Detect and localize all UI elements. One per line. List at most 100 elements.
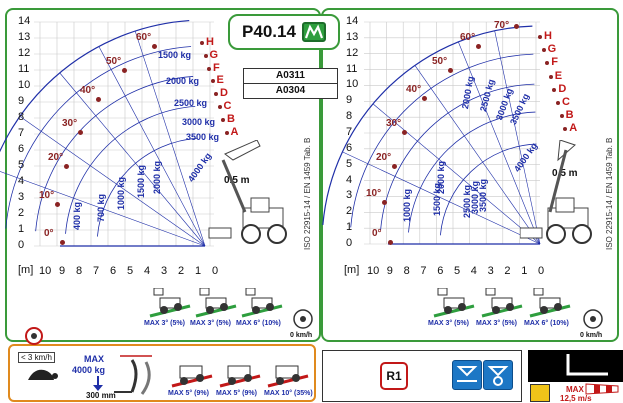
right-angle-label: 40° xyxy=(406,84,422,95)
left-position-G: G xyxy=(209,48,219,61)
right-angle-dot xyxy=(514,24,519,29)
right-y-tick: 14 xyxy=(346,15,359,27)
left-v-load-label: 2000 kg xyxy=(152,160,162,194)
right-x-tick: 7 xyxy=(420,265,427,277)
right-y-tick: 13 xyxy=(346,30,359,43)
right-angle-label: 0° xyxy=(372,228,382,239)
left-speed-zero-icon xyxy=(293,309,313,329)
warning-sign-icon xyxy=(530,384,550,402)
right-angle-label: 50° xyxy=(432,56,448,67)
left-x-tick: 1 xyxy=(195,265,202,277)
right-x-tick: 9 xyxy=(386,265,393,277)
left-x-tick: 6 xyxy=(110,265,117,277)
right-position-B: B xyxy=(565,109,574,122)
driving-conditions-panel xyxy=(8,344,316,402)
left-y-tick: 10 xyxy=(18,79,31,91)
speed-gauge-icon xyxy=(25,327,43,345)
left-y-tick: 2 xyxy=(18,207,25,219)
left-y-tick: 3 xyxy=(18,191,25,203)
left-angle-label: 50° xyxy=(106,56,122,67)
left-angle-dot xyxy=(152,44,157,49)
right-angle-dot xyxy=(422,96,427,101)
slope-machine-icon xyxy=(171,365,213,388)
left-unit-label: [m] xyxy=(18,264,34,276)
left-angle-dot xyxy=(122,68,127,73)
left-y-tick: 11 xyxy=(18,63,30,75)
load-envelope-arc xyxy=(322,25,533,226)
r1-label: R1 xyxy=(386,369,402,383)
boom-angle-line xyxy=(59,72,206,247)
right-x-tick: 2 xyxy=(504,265,511,277)
right-tilt-limit-label: MAX 3° (5%) xyxy=(476,320,517,327)
left-y-tick: 14 xyxy=(18,15,31,27)
level-mode-button[interactable] xyxy=(483,360,513,390)
left-angle-label: 20° xyxy=(48,152,64,163)
right-angle-dot xyxy=(392,164,397,169)
right-y-tick: 9 xyxy=(346,94,353,107)
left-y-tick: 8 xyxy=(18,111,25,123)
right-y-tick: 1 xyxy=(346,221,353,234)
left-telehandler-icon xyxy=(208,140,287,244)
left-y-tick: 4 xyxy=(18,175,25,187)
left-tilt-machine-icon xyxy=(241,288,283,318)
display-bracket-icon xyxy=(566,354,608,376)
boom-angle-line xyxy=(134,30,206,247)
right-y-tick: 10 xyxy=(346,78,359,91)
level-mode-icon xyxy=(487,366,509,386)
right-y-tick: 0 xyxy=(346,237,353,249)
left-position-dot xyxy=(207,66,211,71)
load-envelope-arc xyxy=(439,143,537,236)
r1-button[interactable]: R1 xyxy=(380,362,408,390)
left-x-tick: 7 xyxy=(93,265,100,277)
down-arrow-icon xyxy=(93,376,103,391)
right-position-E: E xyxy=(554,69,563,82)
right-angle-dot xyxy=(388,240,393,245)
right-x-tick: 4 xyxy=(470,265,477,277)
speed-limit-label: < 3 km/h xyxy=(18,352,55,363)
left-y-tick: 9 xyxy=(18,95,25,107)
left-position-D: D xyxy=(220,87,228,100)
left-position-H: H xyxy=(206,36,214,48)
right-y-tick: 8 xyxy=(346,110,353,123)
right-angle-label: 30° xyxy=(386,118,402,129)
right-tilt-limit-label: MAX 3° (5%) xyxy=(428,320,469,327)
forks-height-icon xyxy=(114,355,152,395)
right-tilt-machine-icon xyxy=(481,288,523,318)
left-v-load-label: 400 kg xyxy=(72,201,82,230)
right-position-A: A xyxy=(569,122,578,135)
model-badge: P40.14 xyxy=(228,14,340,50)
load-envelope-arc xyxy=(0,19,190,153)
left-position-F: F xyxy=(213,61,220,74)
right-position-dot xyxy=(552,87,557,92)
right-tilt-machine-icon xyxy=(529,288,571,318)
slope-machine-icon xyxy=(219,365,261,388)
left-position-dot xyxy=(214,92,218,97)
left-position-B: B xyxy=(227,112,235,125)
right-position-dot xyxy=(563,127,568,132)
right-x-tick: 5 xyxy=(454,265,461,277)
brand-logo-icon xyxy=(301,22,326,42)
display-screen xyxy=(528,350,623,382)
right-position-C: C xyxy=(562,96,570,108)
right-position-D: D xyxy=(558,82,567,95)
right-distance-label: 0.5 m xyxy=(552,168,578,179)
left-angle-label: 60° xyxy=(136,32,152,43)
tilt-mode-button[interactable] xyxy=(452,360,482,390)
left-load-label: 3000 kg xyxy=(182,117,216,127)
load-envelope-arc xyxy=(350,53,534,228)
right-telehandler-icon xyxy=(520,140,592,244)
right-y-tick: 7 xyxy=(346,126,353,138)
left-load-label: 1500 kg xyxy=(158,50,192,60)
right-position-dot xyxy=(559,114,564,119)
left-angle-label: 30° xyxy=(62,118,78,129)
right-angle-label: 70° xyxy=(494,20,510,31)
boom-angle-line xyxy=(0,171,206,247)
right-unit-label: [m] xyxy=(344,264,360,276)
left-v-load-label: 1500 kg xyxy=(136,164,146,198)
right-angle-label: 10° xyxy=(366,188,382,199)
left-position-dot xyxy=(200,41,204,45)
left-tilt-limit-label: MAX 6° (10%) xyxy=(236,320,281,327)
right-position-dot xyxy=(541,48,546,53)
right-position-dot xyxy=(538,35,542,39)
